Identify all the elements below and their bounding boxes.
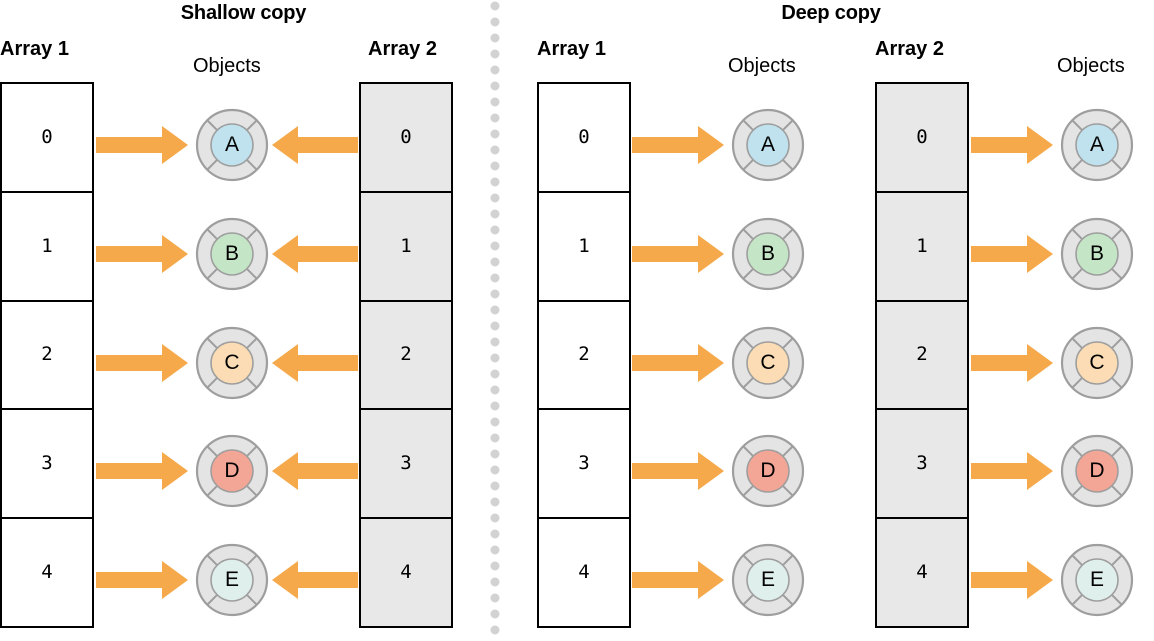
arrow-array1-to-object-right-icon [632, 452, 724, 490]
arrow-array1-to-object-right-icon [96, 235, 188, 273]
array-cell: 3 [875, 408, 969, 518]
panel-deep-copy: Deep copy Array 1 Objects Array 2 Object… [508, 0, 1154, 636]
array-cell: 0 [875, 82, 969, 191]
object-node: E [1059, 542, 1135, 618]
column-label-objects2-deep: Objects [1057, 55, 1125, 77]
array-cell: 1 [537, 190, 631, 300]
array-cell: 3 [537, 408, 631, 518]
array-cell: 2 [0, 299, 94, 409]
arrow-array1-to-object-right-icon [632, 561, 724, 599]
arrow-array2-to-object-left-icon [272, 126, 358, 164]
array-cell: 2 [537, 299, 631, 409]
array-cell: 4 [359, 517, 453, 628]
object-node: B [1059, 216, 1135, 292]
object-node: B [194, 216, 270, 292]
object-node: B [730, 216, 806, 292]
object-node: A [1059, 107, 1135, 183]
arrow-array2-to-object-right-icon [971, 126, 1053, 164]
column-label-objects1-deep: Objects [728, 55, 796, 77]
array-cell: 1 [359, 190, 453, 300]
object-node: C [730, 325, 806, 401]
array-cell: 3 [359, 408, 453, 518]
object-node: E [194, 542, 270, 618]
arrow-array2-to-object-left-icon [272, 561, 358, 599]
column-label-array1-shallow: Array 1 [0, 38, 69, 60]
array-cell: 1 [0, 190, 94, 300]
array-cell: 4 [537, 517, 631, 628]
column-label-array1-deep: Array 1 [537, 38, 606, 60]
column-label-array2-shallow: Array 2 [368, 38, 437, 60]
arrow-array2-to-object-right-icon [971, 561, 1053, 599]
arrow-array1-to-object-right-icon [96, 126, 188, 164]
array-cell: 1 [875, 190, 969, 300]
arrow-array2-to-object-right-icon [971, 344, 1053, 382]
object-node: D [730, 433, 806, 509]
arrow-array1-to-object-right-icon [96, 561, 188, 599]
object-node: D [194, 433, 270, 509]
panel-title-shallow: Shallow copy [180, 2, 307, 24]
array-cell: 2 [359, 299, 453, 409]
array-cell: 2 [875, 299, 969, 409]
divider-dots-icon [490, 1, 500, 635]
column-label-objects-shallow: Objects [193, 55, 261, 77]
panel-title-deep: Deep copy [781, 2, 881, 24]
arrow-array1-to-object-right-icon [96, 344, 188, 382]
arrow-array2-to-object-right-icon [971, 235, 1053, 273]
object-node: A [730, 107, 806, 183]
arrow-array2-to-object-left-icon [272, 235, 358, 273]
object-node: D [1059, 433, 1135, 509]
object-node: A [194, 107, 270, 183]
arrow-array1-to-object-right-icon [632, 344, 724, 382]
arrow-array2-to-object-right-icon [971, 452, 1053, 490]
array-cell: 4 [875, 517, 969, 628]
array-cell: 0 [537, 82, 631, 191]
arrow-array1-to-object-right-icon [632, 126, 724, 164]
array-cell: 3 [0, 408, 94, 518]
panel-divider-dotted [489, 0, 501, 636]
arrow-array1-to-object-right-icon [632, 235, 724, 273]
object-node: C [194, 325, 270, 401]
object-node: C [1059, 325, 1135, 401]
array-cell: 0 [0, 82, 94, 191]
object-node: E [730, 542, 806, 618]
array-cell: 4 [0, 517, 94, 628]
arrow-array2-to-object-left-icon [272, 452, 358, 490]
column-label-array2-deep: Array 2 [875, 38, 944, 60]
arrow-array1-to-object-right-icon [96, 452, 188, 490]
arrow-array2-to-object-left-icon [272, 344, 358, 382]
array-cell: 0 [359, 82, 453, 191]
